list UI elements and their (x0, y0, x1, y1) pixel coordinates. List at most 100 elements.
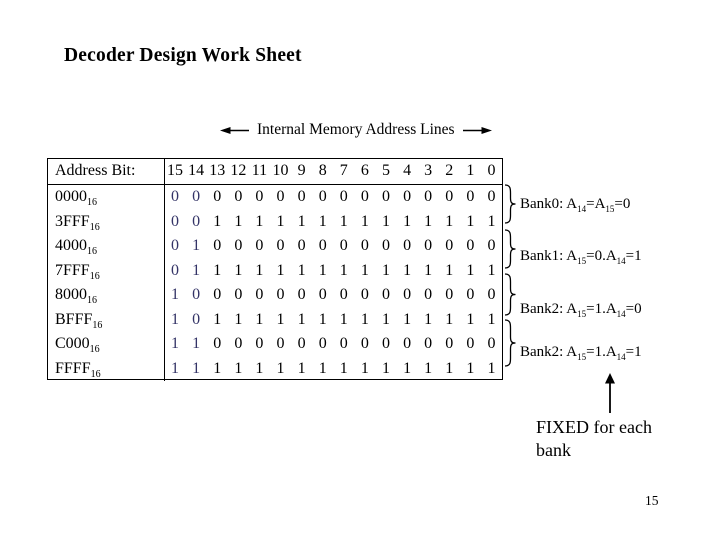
bit-value: 0 (297, 286, 306, 303)
bit-value: 0 (297, 335, 306, 352)
bit-column-header: 7 (339, 162, 348, 179)
internal-memory-address-lines-label: Internal Memory Address Lines (220, 121, 492, 139)
address-value: C00016 (48, 332, 165, 357)
up-arrow-icon (605, 373, 615, 413)
bit-value: 1 (487, 359, 496, 377)
bit-value: 0 (381, 237, 390, 254)
left-arrow-icon (220, 126, 249, 134)
bit-value: 0 (339, 335, 348, 352)
bit-value: 1 (318, 212, 327, 230)
bit-column-header: 14 (188, 162, 205, 179)
bit-value: 1 (445, 261, 454, 279)
bit-column-header: 5 (381, 162, 390, 179)
bit-value: 0 (487, 237, 496, 254)
bit-value: 0 (424, 188, 433, 205)
bit-value: 0 (255, 335, 264, 352)
bit-column-header: 6 (360, 162, 369, 179)
bit-value: 1 (381, 261, 390, 279)
bit-value: 1 (234, 359, 243, 377)
bit-value: 0 (234, 286, 243, 303)
address-value: 7FFF16 (48, 258, 165, 283)
bit-value: 0 (487, 188, 496, 205)
bit-value: 0 (234, 188, 243, 205)
bit-value: 1 (318, 359, 327, 377)
bit-value: 1 (424, 310, 433, 328)
bit-value: 0 (403, 286, 412, 303)
bit-value: 0 (424, 237, 433, 254)
bit-value: 0 (381, 335, 390, 352)
bit-value: 1 (297, 310, 306, 328)
bit-value: 1 (255, 261, 264, 279)
address-value: 3FFF16 (48, 209, 165, 234)
bit-value: 0 (297, 237, 306, 254)
bit-value: 1 (487, 310, 496, 328)
bit-value: 1 (403, 212, 412, 230)
bit-value: 1 (403, 310, 412, 328)
bit-value: 0 (403, 335, 412, 352)
bit-value: 0 (445, 188, 454, 205)
bit-value: 1 (339, 359, 348, 377)
bit-value: 1 (403, 359, 412, 377)
bit-value: 1 (213, 359, 222, 377)
bit-column-header: 12 (230, 162, 247, 179)
bit-value: 0 (171, 188, 180, 205)
address-value: FFFF16 (48, 356, 165, 381)
bit-value: 1 (276, 212, 285, 230)
address-value: 400016 (48, 234, 165, 259)
bit-value: 0 (360, 188, 369, 205)
bit-column-header: 15 (167, 162, 184, 179)
bit-value: 1 (213, 261, 222, 279)
page-number: 15 (645, 493, 659, 508)
bit-value: 0 (339, 188, 348, 205)
bit-value: 0 (381, 286, 390, 303)
bit-value: 1 (234, 261, 243, 279)
bit-value: 1 (339, 261, 348, 279)
address-value: 000016 (48, 185, 165, 210)
internal-memory-address-lines-text: Internal Memory Address Lines (257, 121, 455, 138)
bit-value: 1 (445, 359, 454, 377)
bit-value: 0 (360, 237, 369, 254)
fixed-note: FIXED for each bank (536, 416, 652, 462)
brace-icon (504, 184, 516, 224)
bit-value: 1 (234, 310, 243, 328)
bit-value: 0 (171, 237, 180, 254)
address-value: BFFF16 (48, 307, 165, 332)
bit-value: 0 (466, 237, 475, 254)
bit-value: 0 (487, 286, 496, 303)
bit-column-header: 13 (209, 162, 226, 179)
bit-column-header: 8 (318, 162, 327, 179)
bit-value: 0 (213, 237, 222, 254)
bit-value: 0 (424, 286, 433, 303)
bit-value: 0 (318, 286, 327, 303)
bit-value: 0 (276, 335, 285, 352)
bit-value: 1 (255, 310, 264, 328)
bit-value: 1 (360, 359, 369, 377)
bit-value: 0 (318, 188, 327, 205)
bit-value: 1 (297, 261, 306, 279)
bit-value: 0 (171, 212, 180, 230)
bit-value: 0 (297, 188, 306, 205)
bit-value: 1 (381, 359, 390, 377)
bit-value: 1 (487, 261, 496, 279)
bit-value: 0 (445, 286, 454, 303)
bit-value: 0 (213, 335, 222, 352)
bit-value: 0 (255, 286, 264, 303)
bit-value: 0 (213, 188, 222, 205)
bit-value: 1 (255, 212, 264, 230)
bit-value: 0 (381, 188, 390, 205)
bit-value: 1 (213, 212, 222, 230)
page-title: Decoder Design Work Sheet (64, 45, 302, 66)
bit-value: 0 (339, 286, 348, 303)
bit-value: 1 (466, 310, 475, 328)
bit-column-header: 4 (403, 162, 412, 179)
bit-value: 1 (297, 359, 306, 377)
